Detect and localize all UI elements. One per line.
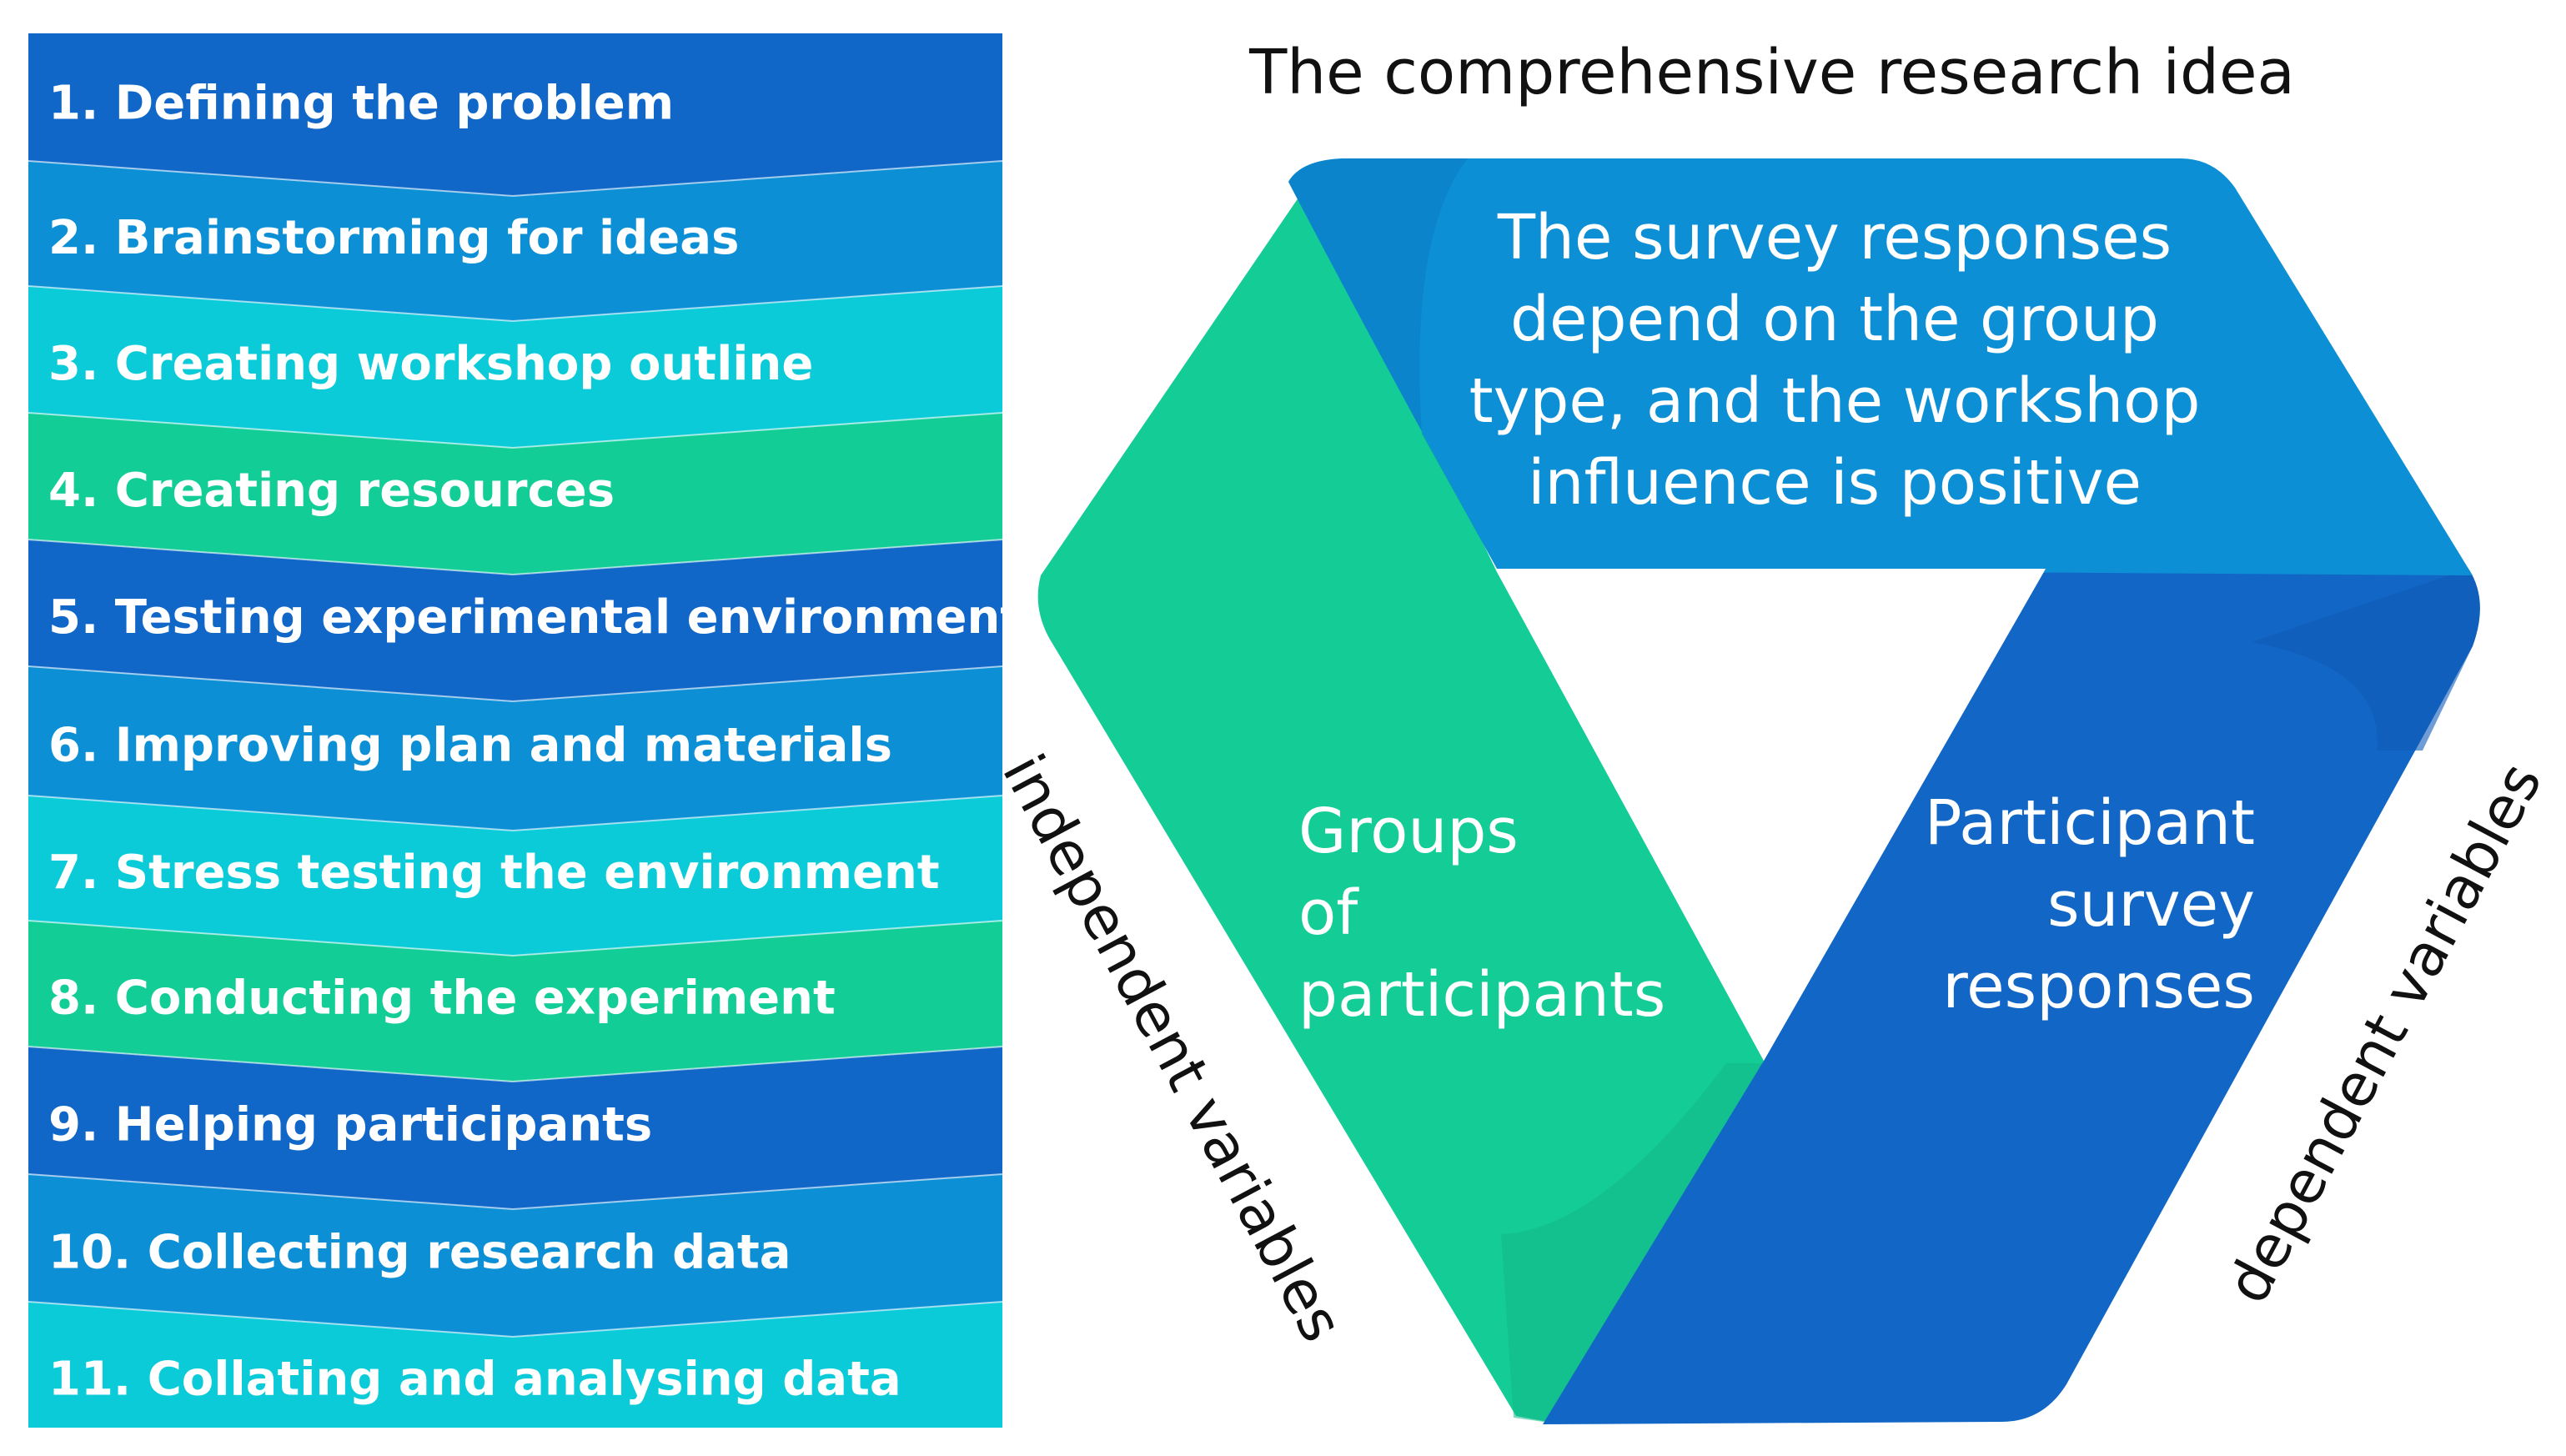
step-band [28, 796, 1002, 956]
step-separator [28, 795, 1003, 832]
right-band-text: Participant survey responses [1925, 787, 2255, 1022]
step-separator [28, 1173, 1003, 1211]
top-band [1288, 158, 2473, 575]
step-band [28, 33, 1002, 196]
step-separator [28, 665, 1003, 703]
step-separator [28, 539, 1003, 576]
left-band-text: Groups of participants [1298, 796, 1665, 1031]
top-band-line: depend on the group [1510, 284, 2159, 355]
left-band-line: participants [1298, 959, 1665, 1031]
step-band [28, 161, 1002, 321]
step-band [28, 540, 1002, 701]
top-band-shade [1288, 158, 1497, 569]
top-band-line: type, and the workshop [1469, 365, 2201, 437]
step-label: 8. Conducting the experiment [48, 972, 836, 1026]
right-band-line: survey [2047, 869, 2255, 941]
step-separator [28, 920, 1003, 957]
step-label: 1. Defining the problem [48, 77, 674, 131]
step-separator [28, 285, 1003, 323]
left-band-shade [1501, 1063, 1764, 1424]
step-band [28, 1174, 1002, 1337]
step-band [28, 1302, 1002, 1428]
step-label: 10. Collecting research data [48, 1226, 791, 1280]
step-separator [28, 1046, 1003, 1083]
step-label: 9. Helping participants [48, 1098, 652, 1152]
left-band-line: Groups [1298, 796, 1519, 867]
step-label: 4. Creating resources [48, 464, 615, 518]
step-band [28, 413, 1002, 575]
diagram-title: The comprehensive research idea [1248, 37, 2295, 108]
step-label: 7. Stress testing the environment [48, 846, 940, 900]
right-band [1543, 569, 2480, 1424]
left-band [1037, 182, 1764, 1424]
top-band-line: influence is positive [1528, 447, 2142, 519]
step-separator [28, 160, 1003, 198]
inner-triangle [1497, 569, 2046, 1061]
right-band-line: Participant [1925, 787, 2255, 859]
step-band [28, 1047, 1002, 1209]
step-separator [28, 412, 1003, 449]
step-separator [28, 1301, 1003, 1338]
step-band [28, 921, 1002, 1082]
step-label: 6. Improving plan and materials [48, 719, 892, 773]
step-label: 3. Creating workshop outline [48, 337, 813, 391]
top-band-text: The survey responses depend on the group… [1469, 202, 2201, 519]
right-band-line: responses [1942, 951, 2255, 1022]
step-label: 5. Testing experimental environment [48, 590, 1022, 645]
step-band [28, 666, 1002, 831]
step-label: 11. Collating and analysing data [48, 1353, 901, 1407]
top-band-line: The survey responses [1497, 202, 2172, 274]
right-band-shade [2252, 569, 2480, 751]
left-band-line: of [1298, 877, 1359, 949]
step-band [28, 286, 1002, 448]
step-label: 2. Brainstorming for ideas [48, 211, 739, 265]
